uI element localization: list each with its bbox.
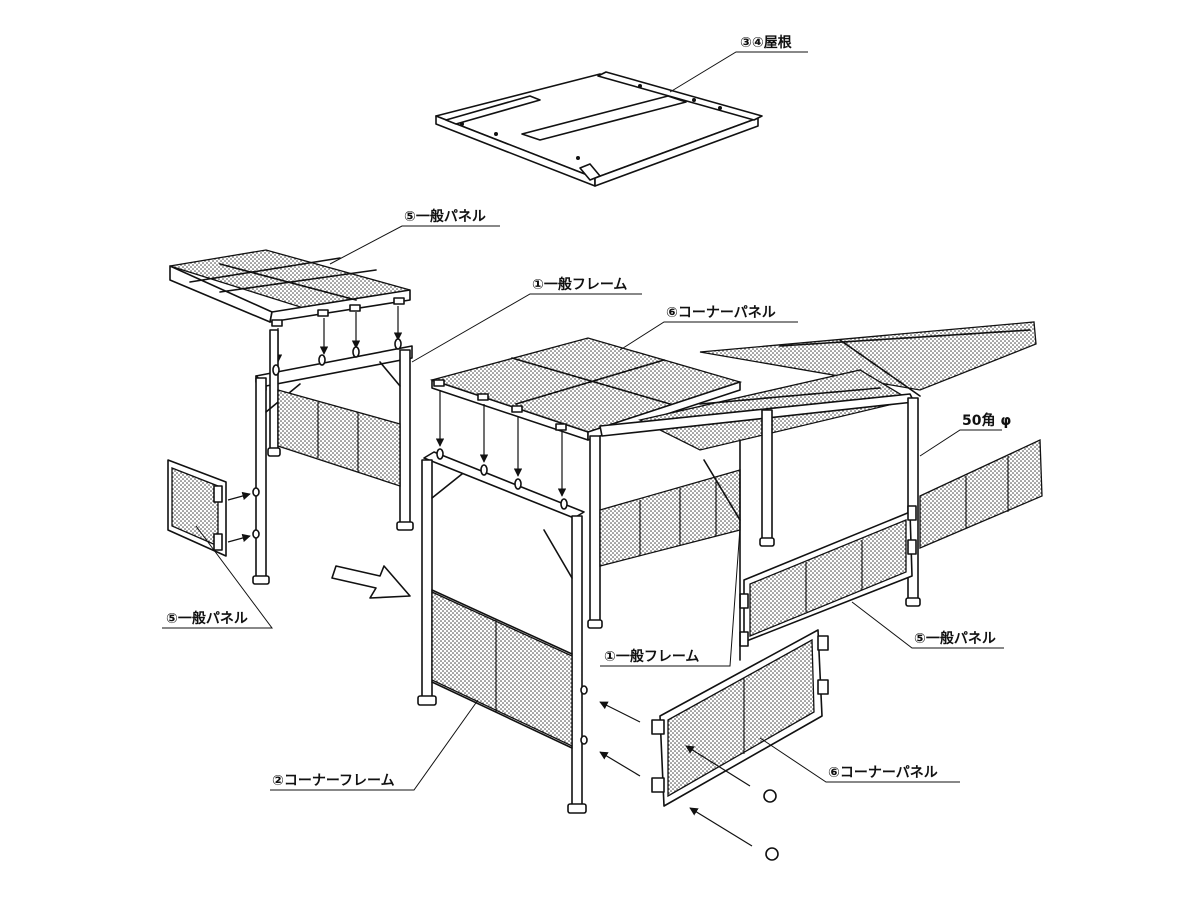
label-corner-frame: ②コーナーフレーム: [272, 773, 395, 789]
leader-lines: [162, 51, 1004, 791]
assembly-arrows-center: [435, 390, 567, 497]
labels: ③④屋根 ⑤一般パネル ①一般フレーム ⑥コーナーパネル 50角 φ ⑤一般パネ…: [166, 34, 1011, 789]
label-general-frame-mid: ①一般フレーム: [604, 648, 699, 665]
general-frame-left: [252, 329, 414, 585]
label-corner-panel-bottom: ⑥コーナーパネル: [828, 765, 938, 781]
corner-panel-front: [599, 629, 829, 861]
label-general-frame-top: ①一般フレーム: [532, 276, 627, 293]
label-general-panel-left: ⑤一般パネル: [166, 610, 248, 627]
label-general-panel-top: ⑤一般パネル: [404, 208, 486, 225]
background-frames: [587, 321, 1043, 661]
general-panel-top-left: [169, 249, 411, 327]
corner-frame: [417, 448, 588, 814]
label-corner-panel-top: ⑥コーナーパネル: [666, 305, 776, 321]
general-panel-left: [167, 459, 260, 557]
direction-arrow: [331, 565, 411, 599]
label-roof: ③④屋根: [740, 34, 793, 51]
roof-panel: [435, 71, 763, 187]
label-size-note: 50角 φ: [962, 412, 1011, 429]
label-general-panel-right: ⑤一般パネル: [914, 630, 996, 647]
